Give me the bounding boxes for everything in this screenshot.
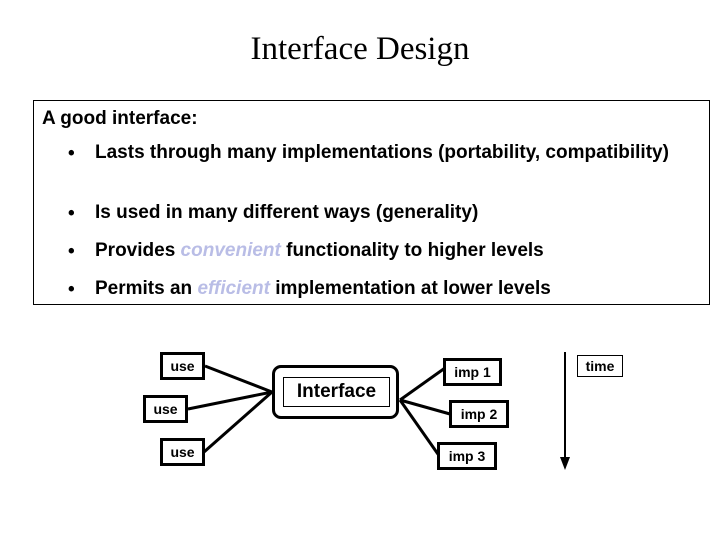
use-box-3[interactable]: use <box>160 438 205 466</box>
bullet-marker-icon: • <box>68 143 75 164</box>
content-lead-text: A good interface: <box>42 108 198 129</box>
bullet-item-4: • Permits an efficient implementation at… <box>68 277 718 301</box>
diagram-connectors <box>187 352 570 470</box>
connector-use2-interface <box>187 390 273 411</box>
bullet-highlight-convenient: convenient <box>180 240 281 261</box>
bullet-item-2: • Is used in many different ways (genera… <box>68 201 708 225</box>
bullet-segment: Lasts through many implementations (port… <box>95 142 669 163</box>
bullet-text-2: Is used in many different ways (generali… <box>95 201 708 225</box>
page-title: Interface Design <box>250 31 470 67</box>
bullet-text-3: Provides convenient functionality to hig… <box>95 239 708 263</box>
content-panel: A good interface: • Lasts through many i… <box>33 100 710 305</box>
interface-label: Interface <box>283 377 390 407</box>
use-box-1[interactable]: use <box>160 352 205 380</box>
time-arrow-head-icon <box>560 457 570 470</box>
connector-interface-imp2 <box>399 398 451 416</box>
connector-interface-imp3 <box>398 399 442 458</box>
bullet-text-1: Lasts through many implementations (port… <box>95 141 708 165</box>
imp-box-2[interactable]: imp 2 <box>449 400 509 428</box>
use-box-2[interactable]: use <box>143 395 188 423</box>
bullet-marker-icon: • <box>68 241 75 262</box>
bullet-segment: Provides <box>95 240 181 261</box>
time-label-box: time <box>577 355 623 377</box>
connector-interface-imp1 <box>399 366 446 402</box>
connector-use3-interface <box>203 390 273 454</box>
bullet-segment: Is used in many different ways (generali… <box>95 202 479 223</box>
bullet-marker-icon: • <box>68 279 75 300</box>
bullet-item-1: • Lasts through many implementations (po… <box>68 141 708 165</box>
bullet-segment: implementation at lower levels <box>269 278 551 299</box>
imp-box-1[interactable]: imp 1 <box>443 358 502 386</box>
bullet-highlight-efficient: efficient <box>197 278 270 299</box>
bullet-segment: Permits an <box>95 278 198 299</box>
bullet-item-3: • Provides convenient functionality to h… <box>68 239 708 263</box>
interface-box[interactable]: Interface <box>272 365 399 419</box>
bullet-marker-icon: • <box>68 203 75 224</box>
bullet-segment: functionality to higher levels <box>280 240 544 261</box>
connector-use1-interface <box>204 364 273 394</box>
interface-diagram: use use use Interface imp 1 imp 2 imp 3 … <box>0 330 720 490</box>
bullet-text-4: Permits an efficient implementation at l… <box>95 277 718 301</box>
imp-box-3[interactable]: imp 3 <box>437 442 497 470</box>
